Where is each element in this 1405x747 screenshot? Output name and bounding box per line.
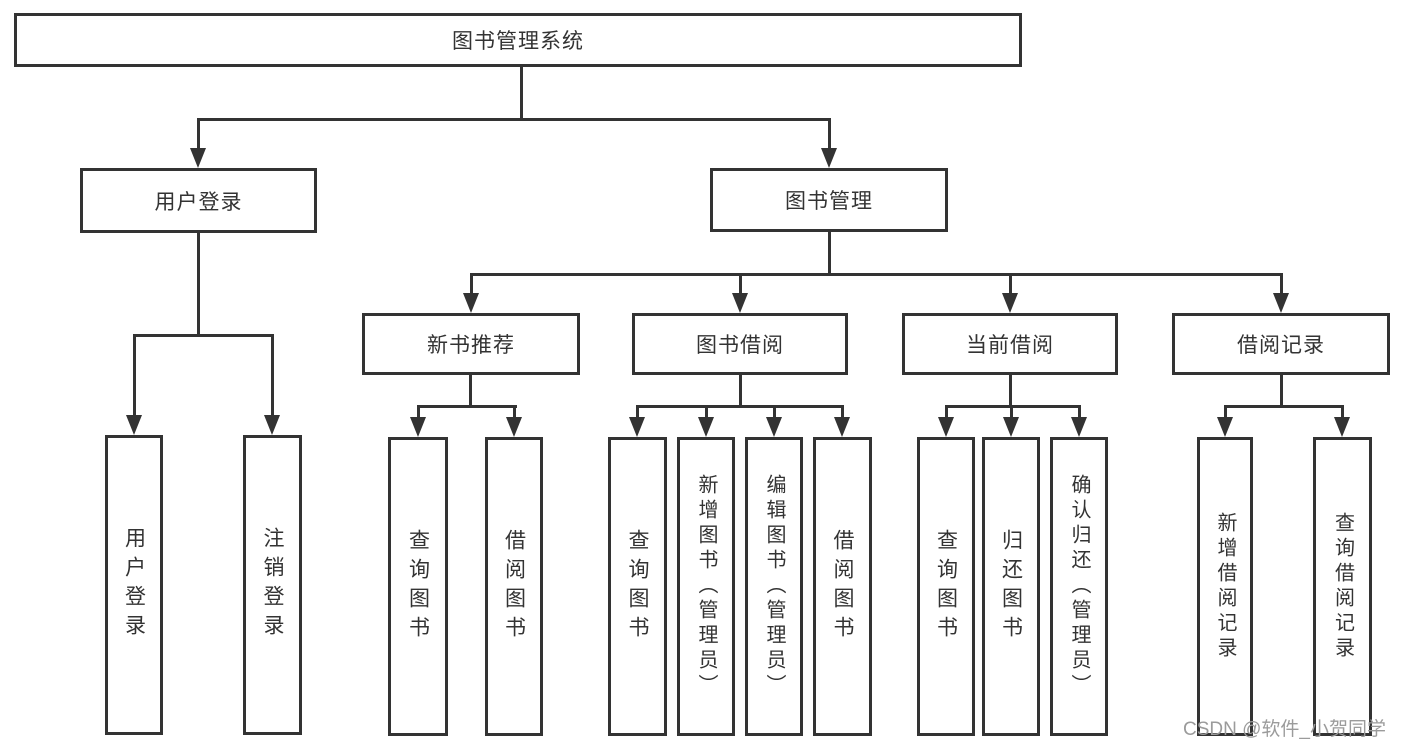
- arrow-down-icon: [1217, 417, 1233, 437]
- connector-book-borrow-stem: [739, 375, 742, 408]
- connector-new-book-rec-stem: [469, 375, 472, 408]
- node-borrow-records: 借阅记录: [1172, 313, 1390, 375]
- node-nb-query-book: 查询图书: [388, 437, 448, 736]
- node-ul-user-login: 用户登录: [105, 435, 163, 735]
- connector-borrow-records-drop: [1280, 273, 1283, 294]
- connector-leaf-drop: [1078, 405, 1081, 418]
- node-book-mgmt: 图书管理: [710, 168, 948, 232]
- arrow-down-icon: [698, 417, 714, 437]
- connector-borrow-records-stem: [1280, 375, 1283, 408]
- connector-leaf-drop: [513, 405, 516, 418]
- connector-ul-logout-drop: [271, 334, 274, 416]
- csdn-watermark: CSDN @软件_小贺同学: [1183, 719, 1386, 740]
- arrow-down-icon: [629, 417, 645, 437]
- node-cb-return-book: 归还图书: [982, 437, 1040, 736]
- node-cb-confirm-return: 确认归还（管理员）: [1050, 437, 1108, 736]
- node-ul-logout: 注销登录: [243, 435, 302, 735]
- connector-leaf-drop: [636, 405, 639, 418]
- node-br-query-record: 查询借阅记录: [1313, 437, 1372, 736]
- arrow-down-icon: [938, 417, 954, 437]
- arrow-down-icon: [126, 415, 142, 435]
- arrow-down-icon: [506, 417, 522, 437]
- arrow-down-icon: [821, 148, 837, 168]
- connector-book-mgmt-drop: [828, 118, 831, 151]
- node-bb-borrow-book: 借阅图书: [813, 437, 872, 736]
- node-root: 图书管理系统: [14, 13, 1022, 67]
- node-user-login: 用户登录: [80, 168, 317, 233]
- arrow-down-icon: [1071, 417, 1087, 437]
- arrow-down-icon: [410, 417, 426, 437]
- connector-root-bar: [197, 118, 831, 121]
- connector-leaf-drop: [945, 405, 948, 418]
- arrow-down-icon: [834, 417, 850, 437]
- node-br-add-record: 新增借阅记录: [1197, 437, 1253, 736]
- connector-ul-user-login-drop: [133, 334, 136, 416]
- connector-current-borrow-drop: [1009, 273, 1012, 294]
- connector-leaf-drop: [841, 405, 844, 418]
- connector-new-book-rec-bar: [417, 405, 517, 408]
- connector-leaf-drop: [1224, 405, 1227, 418]
- connector-leaf-drop: [1341, 405, 1344, 418]
- arrow-down-icon: [190, 148, 206, 168]
- arrow-down-icon: [732, 293, 748, 313]
- arrow-down-icon: [1002, 293, 1018, 313]
- connector-current-borrow-bar: [945, 405, 1081, 408]
- connector-leaf-drop: [417, 405, 420, 418]
- node-current-borrow: 当前借阅: [902, 313, 1118, 375]
- connector-borrow-records-bar: [1224, 405, 1344, 408]
- connector-book-mgmt-stem: [828, 232, 831, 276]
- arrow-down-icon: [1003, 417, 1019, 437]
- connector-user-login-stem: [197, 233, 200, 337]
- connector-user-login-drop: [197, 118, 200, 151]
- connector-leaf-drop: [773, 405, 776, 418]
- connector-book-borrow-bar: [636, 405, 844, 408]
- node-nb-borrow-book: 借阅图书: [485, 437, 543, 736]
- arrow-down-icon: [1334, 417, 1350, 437]
- connector-leaf-drop: [1010, 405, 1013, 418]
- connector-new-book-rec-drop: [470, 273, 473, 294]
- connector-book-borrow-drop: [739, 273, 742, 294]
- arrow-down-icon: [1273, 293, 1289, 313]
- node-bb-add-book: 新增图书（管理员）: [677, 437, 735, 736]
- connector-leaf-drop: [705, 405, 708, 418]
- connector-current-borrow-stem: [1009, 375, 1012, 408]
- arrow-down-icon: [766, 417, 782, 437]
- node-bb-query-book: 查询图书: [608, 437, 667, 736]
- node-new-book-rec: 新书推荐: [362, 313, 580, 375]
- arrow-down-icon: [463, 293, 479, 313]
- node-bb-edit-book: 编辑图书（管理员）: [745, 437, 803, 736]
- node-book-borrow: 图书借阅: [632, 313, 848, 375]
- connector-book-mgmt-bar: [470, 273, 1283, 276]
- arrow-down-icon: [264, 415, 280, 435]
- connector-root-stem: [520, 67, 523, 120]
- node-cb-query-book: 查询图书: [917, 437, 975, 736]
- connector-user-login-bar: [133, 334, 274, 337]
